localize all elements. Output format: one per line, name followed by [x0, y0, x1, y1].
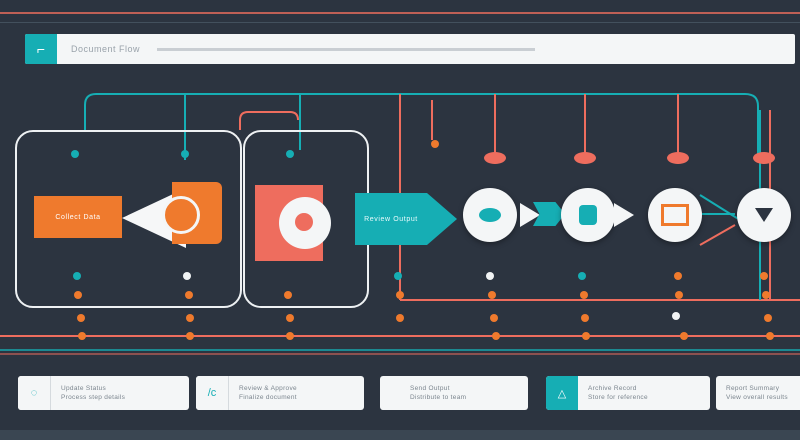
card-subtitle: Process step details — [61, 394, 126, 401]
image-icon — [661, 204, 689, 226]
card-title: Review & Approve — [239, 385, 297, 392]
check-node[interactable] — [737, 188, 791, 242]
device-node[interactable] — [561, 188, 615, 242]
card-subtitle: Store for reference — [588, 394, 648, 401]
card-subtitle: View overall results — [726, 394, 788, 401]
image-node[interactable] — [648, 188, 702, 242]
connector-bubble — [667, 152, 689, 164]
chat-icon: ◌ — [18, 376, 51, 410]
device-icon — [579, 205, 597, 225]
user-icon: △ — [546, 376, 578, 410]
info-card-3[interactable]: Send Output Distribute to team — [380, 376, 528, 410]
stage-block-collect[interactable]: Collect Data — [34, 196, 122, 238]
teal-arrow-shape — [427, 193, 457, 245]
search-track[interactable] — [157, 48, 535, 51]
card-title: Send Output — [410, 385, 450, 392]
connector-bubble — [484, 152, 506, 164]
connector-bubble — [753, 152, 775, 164]
text-cursor-icon: ⌐ — [25, 34, 57, 64]
eye-node[interactable] — [463, 188, 517, 242]
bottom-band — [0, 430, 800, 440]
card-subtitle: Distribute to team — [410, 394, 467, 401]
connector-dot — [181, 150, 189, 158]
card-title: Update Status — [61, 385, 107, 392]
review-output-block[interactable]: Review Output — [355, 193, 427, 245]
code-icon: /c — [196, 376, 229, 410]
search-label: Document Flow — [71, 44, 141, 54]
info-card-2[interactable]: /c Review & Approve Finalize document — [196, 376, 364, 410]
info-card-5[interactable]: Report Summary View overall results — [716, 376, 800, 410]
stage-frame-1 — [15, 130, 242, 308]
target-icon[interactable] — [255, 185, 331, 261]
check-icon — [755, 208, 773, 222]
eye-icon — [479, 208, 501, 222]
arrow-shape — [614, 203, 634, 227]
connector-dot — [71, 150, 79, 158]
card-title: Archive Record — [588, 385, 637, 392]
connector-bubble — [574, 152, 596, 164]
stage-label: Collect Data — [55, 213, 101, 221]
box-icon[interactable] — [162, 182, 222, 244]
card-title: Report Summary — [726, 385, 780, 392]
info-card-4[interactable]: △ Archive Record Store for reference — [546, 376, 710, 410]
top-accent-line — [0, 12, 800, 14]
review-label: Review Output — [364, 215, 418, 223]
arrow-shape — [520, 203, 540, 227]
connector-dot — [286, 150, 294, 158]
info-card-1[interactable]: ◌ Update Status Process step details — [18, 376, 189, 410]
connector-dot — [431, 140, 439, 148]
top-divider — [0, 22, 800, 23]
search-bar[interactable]: ⌐ Document Flow — [25, 34, 795, 64]
card-subtitle: Finalize document — [239, 394, 297, 401]
